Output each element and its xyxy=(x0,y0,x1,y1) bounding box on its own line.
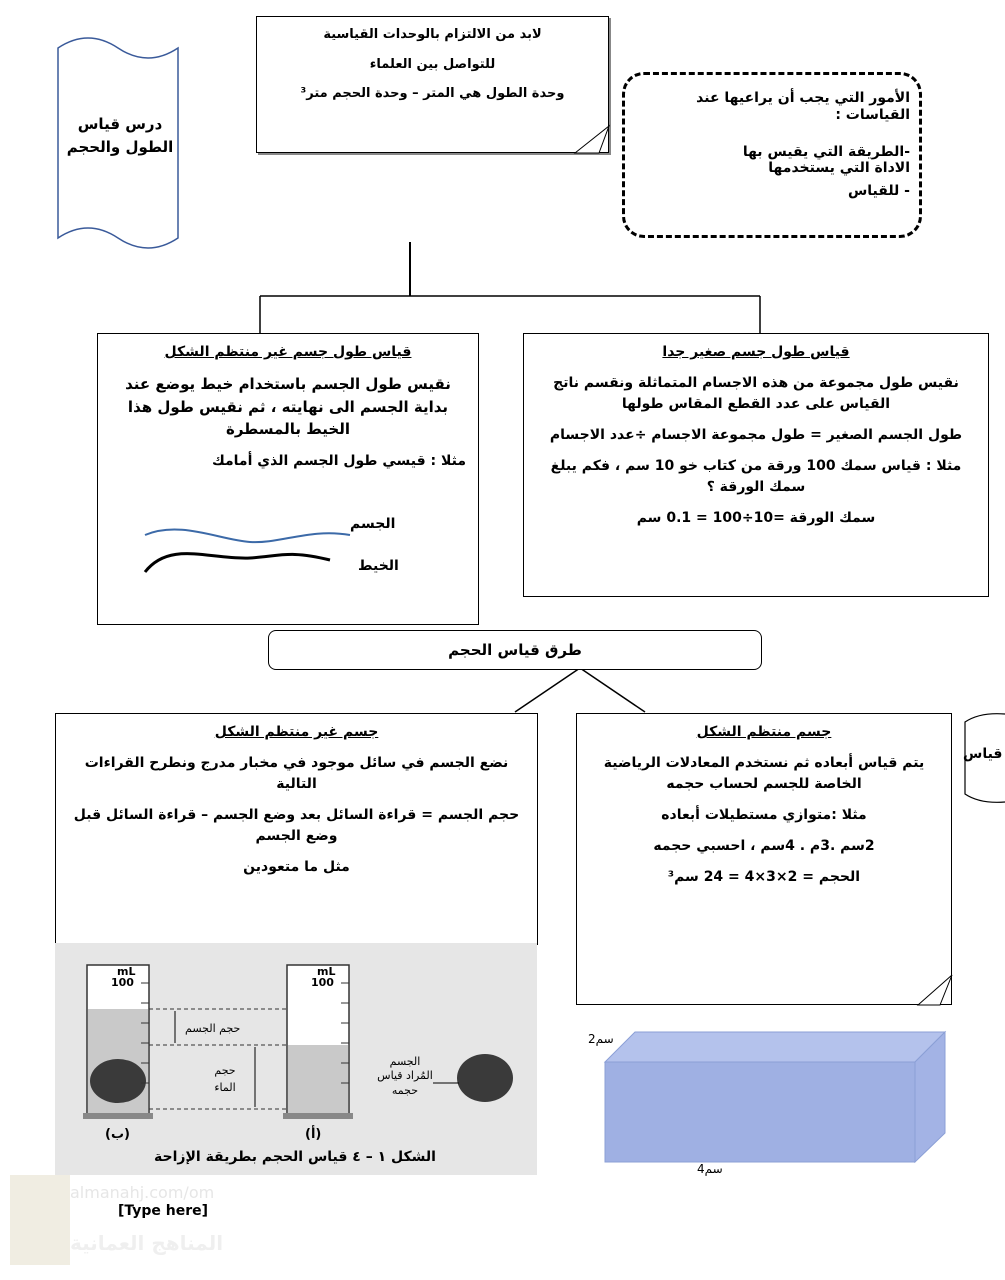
top-note-line1: لابد من الالتزام بالوحدات القياسية xyxy=(323,27,542,42)
edge-tab-shape xyxy=(964,713,1005,803)
considerations-text: الأمور التي يجب أن يراعيها عند القياسات … xyxy=(640,90,910,200)
irregular-length-p1: نقيس طول الجسم باستخدام خيط يوضع عند بدا… xyxy=(125,375,451,438)
regular-volume-heading: جسم منتظم الشكل xyxy=(696,724,832,740)
figure-object-volume-label: حجم الجسم xyxy=(185,1022,241,1035)
figure-drawing xyxy=(83,964,513,1119)
considerations-box xyxy=(622,72,922,238)
regular-volume-fold xyxy=(916,974,953,1006)
irregular-length-heading: قياس طول جسم غير منتظم الشكل xyxy=(164,344,412,360)
footer-watermark-name: المناهج العمانية xyxy=(70,1231,224,1255)
figure-unit-a: mL xyxy=(317,965,336,978)
irregular-length-p2: مثلا : قيسي طول الجسم الذي أمامك xyxy=(211,452,466,469)
small-object-p4: سمك الورقة =10÷100 = 0.1 سم xyxy=(636,510,876,526)
figure-label-b: (ب) xyxy=(105,1127,130,1142)
irregular-volume-box: جسم غير منتظم الشكل نضع الجسم في سائل مو… xyxy=(55,713,538,945)
small-object-p3: مثلا : قياس سمك 100 ورقة من كتاب خو 10 س… xyxy=(550,458,962,495)
regular-volume-box: جسم منتظم الشكل يتم قياس أبعاده ثم نستخد… xyxy=(576,713,952,1005)
footer-type-here: [Type here] xyxy=(118,1203,209,1219)
volume-methods-label: طرق قياس الحجم xyxy=(448,641,582,659)
irregular-volume-p3: مثل ما متعودين xyxy=(243,859,350,875)
figure-caption: الشكل ١ – ٤ قياس الحجم بطريقة الإزاحة xyxy=(154,1149,436,1165)
considerations-line3: الاداة التي يستخدمها xyxy=(768,160,910,177)
figure-max-a: 100 xyxy=(311,976,334,989)
regular-volume-p3: 2سم .3م . 4سم ، احسبي حجمه xyxy=(653,838,875,854)
small-object-box: قياس طول جسم صغير جدا نقيس طول مجموعة من… xyxy=(523,333,989,597)
figure-water-volume-label: حجم الماء xyxy=(214,1064,236,1094)
irregular-volume-heading: جسم غير منتظم الشكل xyxy=(214,724,379,740)
rectangular-prism xyxy=(603,1030,947,1164)
regular-volume-p4: الحجم = 2×3×4 = 24 سم³ xyxy=(667,869,861,885)
figure-label-a: (أ) xyxy=(305,1127,322,1142)
top-note-box: لابد من الالتزام بالوحدات القياسية للتوا… xyxy=(256,16,609,153)
figure-max-b: 100 xyxy=(111,976,134,989)
footer-watermark-url: almanahj.com/om xyxy=(70,1183,215,1202)
top-note-line3: وحدة الطول هي المتر – وحدة الحجم متر³ xyxy=(300,86,565,101)
prism-length-label: 4سم xyxy=(697,1162,723,1176)
regular-volume-p2: مثلا :متوازي مستطيلات أبعاده xyxy=(661,807,867,823)
irregular-volume-p1: نضع الجسم في سائل موجود في مخبار مدرج ون… xyxy=(84,755,509,792)
scroll-banner-shape xyxy=(57,37,179,249)
considerations-line2: -الطريقة التي يقيس بها xyxy=(742,143,910,160)
label-thread: الخيط xyxy=(358,558,399,574)
considerations-line1: الأمور التي يجب أن يراعيها عند القياسات … xyxy=(696,90,910,123)
irregular-length-box: قياس طول جسم غير منتظم الشكل نقيس طول ال… xyxy=(97,333,479,625)
label-body: الجسم xyxy=(350,516,396,532)
irregular-volume-p2: حجم الجسم = قراءة السائل بعد وضع الجسم –… xyxy=(73,807,520,844)
figure-unit-b: mL xyxy=(117,965,136,978)
displacement-figure: mL 100 mL 100 حجم الجسم حجم الماء الجسم … xyxy=(55,943,537,1175)
scroll-banner-title: درس قياس الطول والحجم xyxy=(66,115,174,156)
regular-volume-p1: يتم قياس أبعاده ثم نستخدم المعادلات الري… xyxy=(603,755,925,792)
small-object-p2: طول الجسم الصغير = طول مجموعة الاجسام ÷ع… xyxy=(549,427,963,443)
prism-height-label: 2سم xyxy=(588,1032,614,1046)
considerations-line4: - للقياس xyxy=(847,183,910,200)
edge-tab-label: قياس xyxy=(963,746,1003,762)
top-note-line2: للتواصل بين العلماء xyxy=(369,56,496,72)
volume-methods-pill: طرق قياس الحجم xyxy=(268,630,762,670)
figure-object-label: الجسم المُراد قياس حجمه xyxy=(377,1055,433,1097)
footer-watermark-block xyxy=(10,1175,70,1265)
thread-illustration xyxy=(143,528,351,573)
top-note-fold xyxy=(573,124,611,154)
small-object-p1: نقيس طول مجموعة من هذه الاجسام المتماثلة… xyxy=(553,375,959,412)
small-object-heading: قياس طول جسم صغير جدا xyxy=(662,344,850,360)
